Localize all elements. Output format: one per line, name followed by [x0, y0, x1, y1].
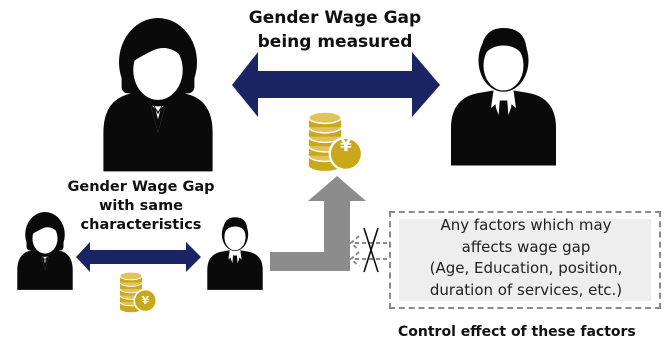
factors-line4: duration of services, etc.)	[429, 280, 623, 299]
top-gap-label-line2: being measured	[257, 32, 413, 52]
top-gap-label: Gender Wage Gap being measured	[205, 6, 465, 54]
factors-box: Any factors which may affects wage gap (…	[389, 211, 661, 309]
same-characteristics-label: Gender Wage Gap with same characteristic…	[46, 178, 236, 235]
factors-line1: Any factors which may	[440, 216, 612, 234]
factors-line3: (Age, Education, position,	[429, 259, 623, 277]
same-characteristics-line2: with same	[98, 198, 184, 214]
factors-box-background	[399, 219, 651, 301]
double-arrow-icon-small	[76, 242, 201, 272]
factors-line2: affects wage gap	[461, 237, 591, 256]
male-person-icon	[451, 28, 556, 166]
coin-yen-symbol: ¥	[340, 136, 352, 156]
control-flow-arrow	[270, 176, 366, 271]
same-characteristics-line1: Gender Wage Gap	[67, 179, 215, 195]
cross-mark-icon	[363, 227, 379, 273]
yen-coins-icon	[307, 110, 364, 173]
top-gap-label-line1: Gender Wage Gap	[248, 8, 422, 28]
double-arrow-icon	[232, 52, 440, 117]
yen-coins-icon-small	[119, 271, 158, 314]
factors-text: Any factors which may affects wage gap (…	[395, 215, 657, 301]
same-characteristics-line3: characteristics	[80, 217, 202, 233]
control-effect-label: Control effect of these factors	[398, 324, 636, 340]
female-person-icon	[103, 18, 213, 172]
blocked-influence-arrows	[349, 235, 387, 267]
coin-yen-symbol-small: ¥	[141, 294, 149, 307]
